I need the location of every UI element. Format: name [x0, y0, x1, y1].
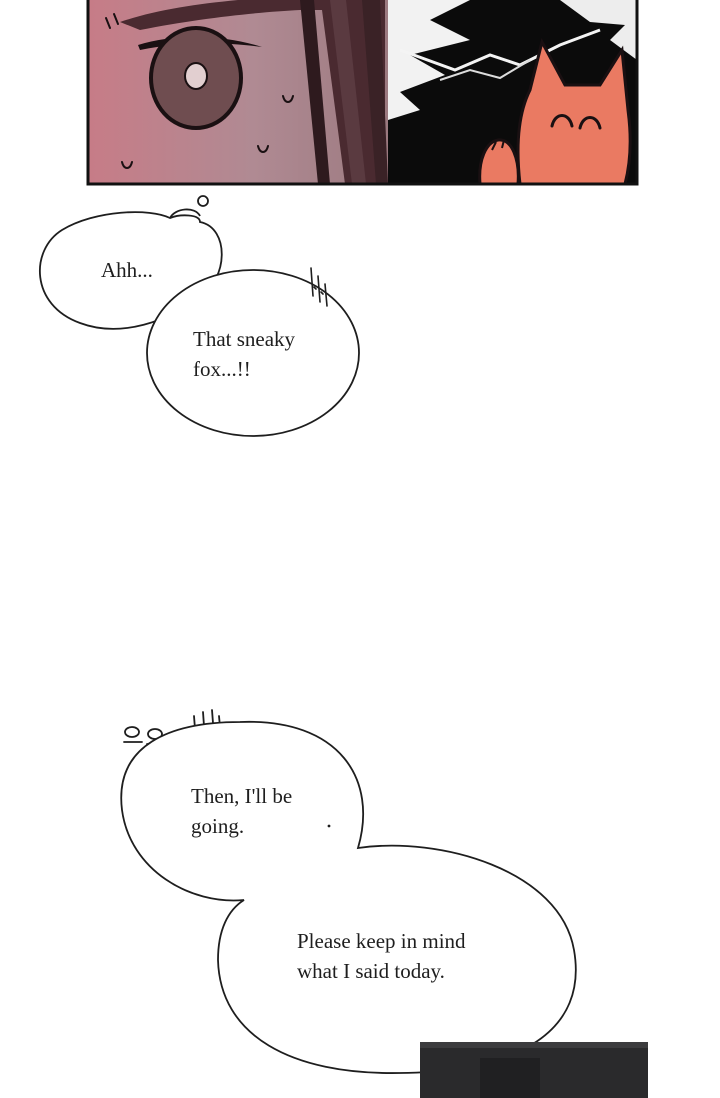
dialogue-line: That sneaky: [193, 327, 296, 351]
bubble-going-text: Then, I'll be going.: [191, 781, 292, 841]
dialogue-line: what I said today.: [297, 959, 445, 983]
dialogue-line: going.: [191, 814, 245, 838]
top-panel-border: [86, 0, 639, 186]
sweat-marks: [105, 13, 294, 169]
dialogue-line: Then, I'll be: [191, 784, 293, 808]
fox-character: [516, 37, 632, 184]
bubble-ahh-text: Ahh...: [101, 255, 153, 285]
tension-lines-top: [310, 267, 328, 307]
speech-bubble-going-and-keep-in-mind: [120, 721, 577, 1074]
fox-eyes: [550, 114, 602, 130]
bubble-keep-in-mind-text: Please keep in mind what I said today.: [297, 926, 466, 986]
bottom-comic-panel: [420, 1042, 648, 1098]
top-comic-panel: [86, 0, 639, 186]
dialogue-line: fox...!!: [193, 357, 251, 381]
lightning-burst: [388, 0, 470, 120]
dialogue-line: Ahh...: [101, 258, 153, 282]
speech-bubble-sneaky-fox: [146, 269, 360, 437]
dialogue-line: Please keep in mind: [297, 929, 466, 953]
bubble-sneaky-fox-text: That sneaky fox...!!: [193, 324, 295, 384]
